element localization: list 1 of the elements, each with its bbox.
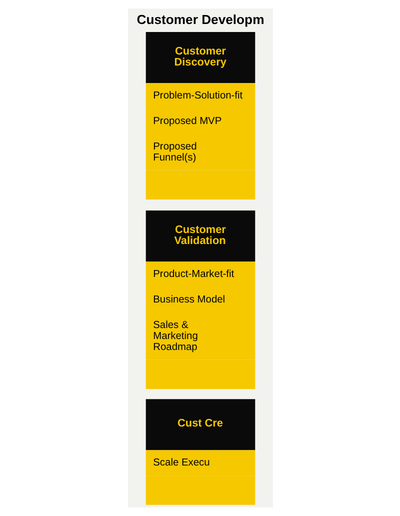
diagram-title: Customer Developm <box>136 12 264 28</box>
